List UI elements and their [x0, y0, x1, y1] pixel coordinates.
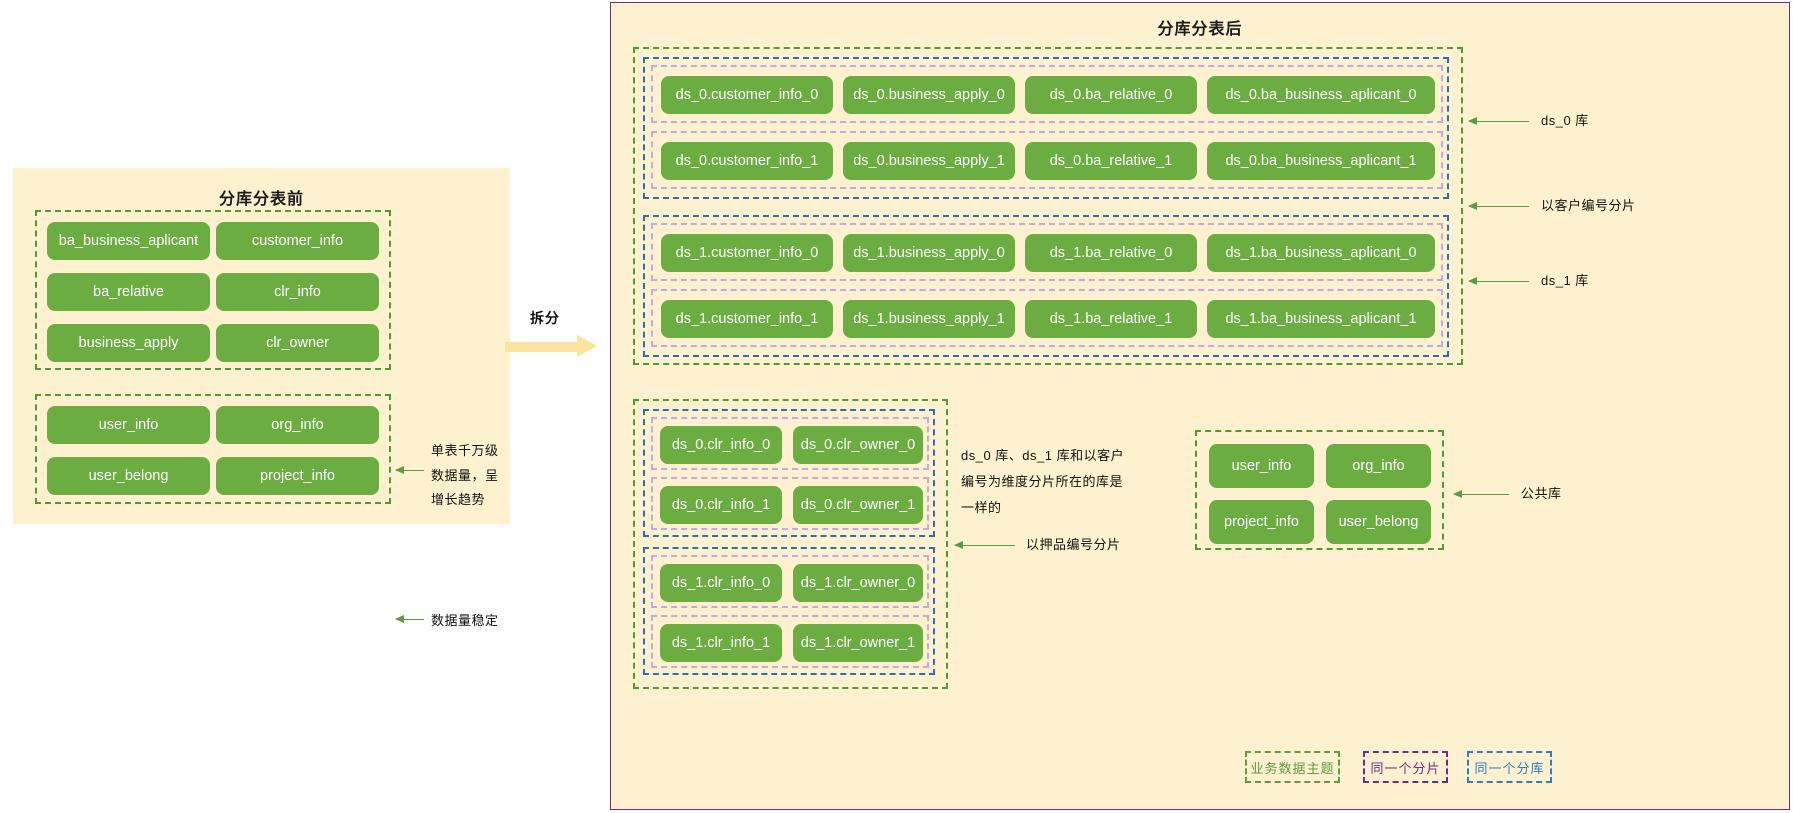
stable-data-group: user_info org_info user_belong project_i… — [35, 394, 391, 504]
ds0-label: ds_0 库 — [1541, 113, 1589, 128]
before-sharding-panel: 分库分表前 ba_business_aplicant customer_info… — [13, 168, 510, 628]
table-box[interactable]: clr_owner — [216, 324, 379, 362]
table-box[interactable]: user_info — [1209, 444, 1314, 488]
legend-label: 业务数据主题 — [1250, 760, 1335, 776]
table-box[interactable]: ds_0.customer_info_0 — [661, 76, 833, 114]
table-box[interactable]: ds_1.ba_relative_1 — [1025, 300, 1197, 338]
table-box[interactable]: ds_1.clr_info_0 — [660, 564, 782, 602]
left-panel-title: 分库分表前 — [218, 191, 304, 208]
table-box[interactable]: ds_0.clr_info_0 — [660, 426, 782, 464]
table-box[interactable]: ds_1.clr_info_1 — [660, 624, 782, 662]
table-box[interactable]: project_info — [1209, 500, 1314, 544]
public-library-group: user_info org_info project_info user_bel… — [1195, 430, 1444, 550]
legend: 业务数据主题 同一个分片 同一个分库 — [1245, 751, 1552, 783]
collateral-shard-section: ds_0.clr_info_0 ds_0.clr_owner_0 ds_0.cl… — [633, 399, 948, 689]
collateral-note: ds_0 库、ds_1 库和以客户编号为维度分片所在的库是一样的 — [961, 448, 1125, 515]
table-box[interactable]: clr_info — [216, 273, 379, 311]
growing-data-annotation: 单表千万级数据量，呈增长趋势 — [431, 443, 499, 508]
stable-data-arrow — [395, 614, 424, 623]
customer-shard-section: ds_0.customer_info_0 ds_0.business_apply… — [633, 47, 1463, 365]
ds0-label-arrow — [1468, 116, 1529, 125]
stable-data-annotation: 数据量稳定 — [431, 613, 499, 628]
public-library-label: 公共库 — [1521, 486, 1562, 501]
table-box[interactable]: user_info — [47, 406, 210, 444]
table-box[interactable]: project_info — [216, 457, 379, 495]
legend-item-same-shard: 同一个分片 — [1363, 751, 1448, 783]
table-box[interactable]: ba_relative — [47, 273, 210, 311]
legend-label: 同一个分片 — [1370, 760, 1441, 776]
ds1-label: ds_1 库 — [1541, 273, 1589, 288]
table-box[interactable]: ds_1.clr_owner_0 — [793, 564, 923, 602]
table-box[interactable]: user_belong — [47, 457, 210, 495]
ds1-collateral-row-1: ds_1.clr_info_1 ds_1.clr_owner_1 — [651, 615, 929, 668]
ds1-shard-row-0: ds_1.customer_info_0 ds_1.business_apply… — [651, 223, 1443, 281]
table-box[interactable]: ds_1.ba_business_aplicant_1 — [1207, 300, 1435, 338]
customer-shard-label: 以客户编号分片 — [1541, 198, 1636, 213]
ds1-label-arrow — [1468, 276, 1529, 285]
table-box[interactable]: ds_1.customer_info_1 — [661, 300, 833, 338]
ds0-database-group: ds_0.customer_info_0 ds_0.business_apply… — [643, 57, 1449, 199]
table-box[interactable]: ds_1.ba_relative_0 — [1025, 234, 1197, 272]
table-box[interactable]: ds_0.business_apply_1 — [843, 142, 1015, 180]
ds0-collateral-row-0: ds_0.clr_info_0 ds_0.clr_owner_0 — [651, 417, 929, 470]
split-transition: 拆分 — [500, 300, 615, 370]
split-arrow-icon — [505, 335, 597, 357]
table-box[interactable]: org_info — [1326, 444, 1431, 488]
table-box[interactable]: ds_0.ba_business_aplicant_0 — [1207, 76, 1435, 114]
collateral-shard-arrow — [954, 540, 1015, 549]
table-box[interactable]: ds_0.business_apply_0 — [843, 76, 1015, 114]
growing-data-group: ba_business_aplicant customer_info ba_re… — [35, 210, 391, 370]
split-label: 拆分 — [530, 310, 560, 326]
table-box[interactable]: business_apply — [47, 324, 210, 362]
table-box[interactable]: ds_0.clr_owner_1 — [793, 486, 923, 524]
after-sharding-panel: 分库分表后 ds_0.customer_info_0 ds_0.business… — [610, 2, 1790, 810]
table-box[interactable]: user_belong — [1326, 500, 1431, 544]
table-box[interactable]: ds_0.ba_relative_0 — [1025, 76, 1197, 114]
right-panel-title: 分库分表后 — [1157, 21, 1243, 38]
legend-item-business-topic: 业务数据主题 — [1245, 751, 1340, 783]
ds1-shard-row-1: ds_1.customer_info_1 ds_1.business_apply… — [651, 289, 1443, 347]
growing-data-arrow — [395, 465, 424, 474]
ds1-database-group: ds_1.customer_info_0 ds_1.business_apply… — [643, 215, 1449, 357]
ds1-collateral-group: ds_1.clr_info_0 ds_1.clr_owner_0 ds_1.cl… — [643, 547, 935, 675]
ds1-collateral-row-0: ds_1.clr_info_0 ds_1.clr_owner_0 — [651, 555, 929, 608]
collateral-shard-label: 以押品编号分片 — [1026, 537, 1121, 552]
table-box[interactable]: ds_1.business_apply_1 — [843, 300, 1015, 338]
table-box[interactable]: ds_0.clr_info_1 — [660, 486, 782, 524]
public-library-arrow — [1453, 489, 1509, 498]
table-box[interactable]: ds_0.ba_business_aplicant_1 — [1207, 142, 1435, 180]
table-box[interactable]: org_info — [216, 406, 379, 444]
table-box[interactable]: ds_1.business_apply_0 — [843, 234, 1015, 272]
ds0-shard-row-0: ds_0.customer_info_0 ds_0.business_apply… — [651, 65, 1443, 123]
ds0-collateral-group: ds_0.clr_info_0 ds_0.clr_owner_0 ds_0.cl… — [643, 409, 935, 537]
table-box[interactable]: ds_0.customer_info_1 — [661, 142, 833, 180]
legend-item-same-database: 同一个分库 — [1467, 751, 1552, 783]
table-box[interactable]: customer_info — [216, 222, 379, 260]
legend-label: 同一个分库 — [1474, 760, 1545, 776]
table-box[interactable]: ds_1.ba_business_aplicant_0 — [1207, 234, 1435, 272]
customer-shard-arrow — [1468, 201, 1529, 210]
table-box[interactable]: ds_0.clr_owner_0 — [793, 426, 923, 464]
table-box[interactable]: ds_0.ba_relative_1 — [1025, 142, 1197, 180]
table-box[interactable]: ds_1.customer_info_0 — [661, 234, 833, 272]
table-box[interactable]: ds_1.clr_owner_1 — [793, 624, 923, 662]
table-box[interactable]: ba_business_aplicant — [47, 222, 210, 260]
ds0-collateral-row-1: ds_0.clr_info_1 ds_0.clr_owner_1 — [651, 477, 929, 530]
ds0-shard-row-1: ds_0.customer_info_1 ds_0.business_apply… — [651, 131, 1443, 189]
